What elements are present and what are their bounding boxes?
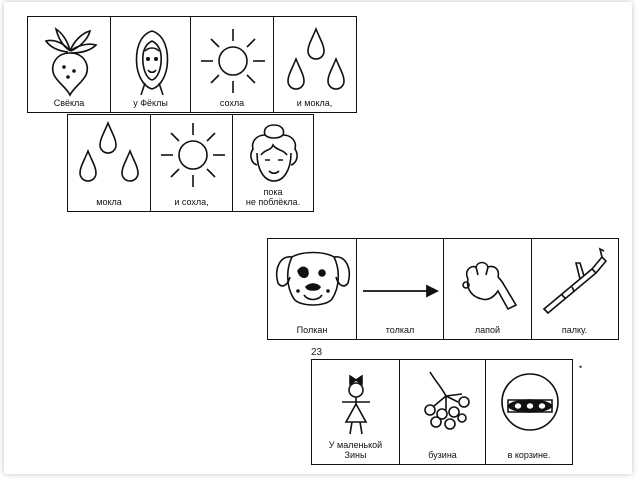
stick-icon [542,247,607,315]
card-label: и сохла, [174,197,209,207]
sun-icon [160,123,225,187]
card-strip-row-2: мокла и сохла, [67,114,314,212]
picture-card: Полкан [267,238,357,340]
basket-icon [501,373,559,431]
picture-card: палку. [530,238,619,340]
picture-card: сохла [190,16,274,113]
card-label: бузина [428,450,457,460]
elderberry-icon [423,371,470,430]
picture-card: и сохла, [149,114,234,212]
raindrops-icon [286,26,345,90]
picture-card: и мокла, [272,16,357,113]
card-label: сохла [219,98,245,108]
card-strip-row-3: Полкан толкал лапой [267,238,619,340]
sun-icon [201,29,265,93]
page-number: 23 [311,347,323,358]
arrow-right-icon [362,284,439,298]
card-strip-row-1: Свёкла у Фёклы [27,16,357,113]
corner-mark: • [579,362,583,372]
girl-face-icon [250,124,298,182]
picture-card: бузина [398,359,487,465]
card-label: в корзине. [507,450,551,460]
card-label: Свёкла [53,98,85,108]
stick-figure-girl-icon [342,374,370,435]
card-label: у Фёклы [133,98,168,108]
picture-card: пока не поблёкла. [232,114,314,212]
dog-icon [276,251,350,306]
card-label: толкал [385,325,415,335]
card-label: палку. [561,325,588,335]
beet-icon [44,27,98,97]
card-label: У маленькой Зины [328,440,383,460]
picture-card: Свёкла [27,16,111,113]
picture-card: У маленькой Зины [311,359,400,465]
card-label: лапой [474,325,501,335]
picture-card: мокла [67,114,151,212]
card-strip-row-4: У маленькой Зины бузина [311,359,573,465]
picture-card: толкал [355,238,445,340]
card-label: и мокла, [296,98,333,108]
card-label: Полкан [296,325,328,335]
paw-icon [462,261,518,311]
picture-card: в корзине. [485,359,573,465]
girl-in-headscarf-icon [135,30,168,96]
picture-card: лапой [443,238,532,340]
raindrops-icon [79,120,139,182]
card-label: пока не поблёкла. [245,187,301,207]
picture-card: у Фёклы [109,16,192,113]
card-label: мокла [96,197,122,207]
